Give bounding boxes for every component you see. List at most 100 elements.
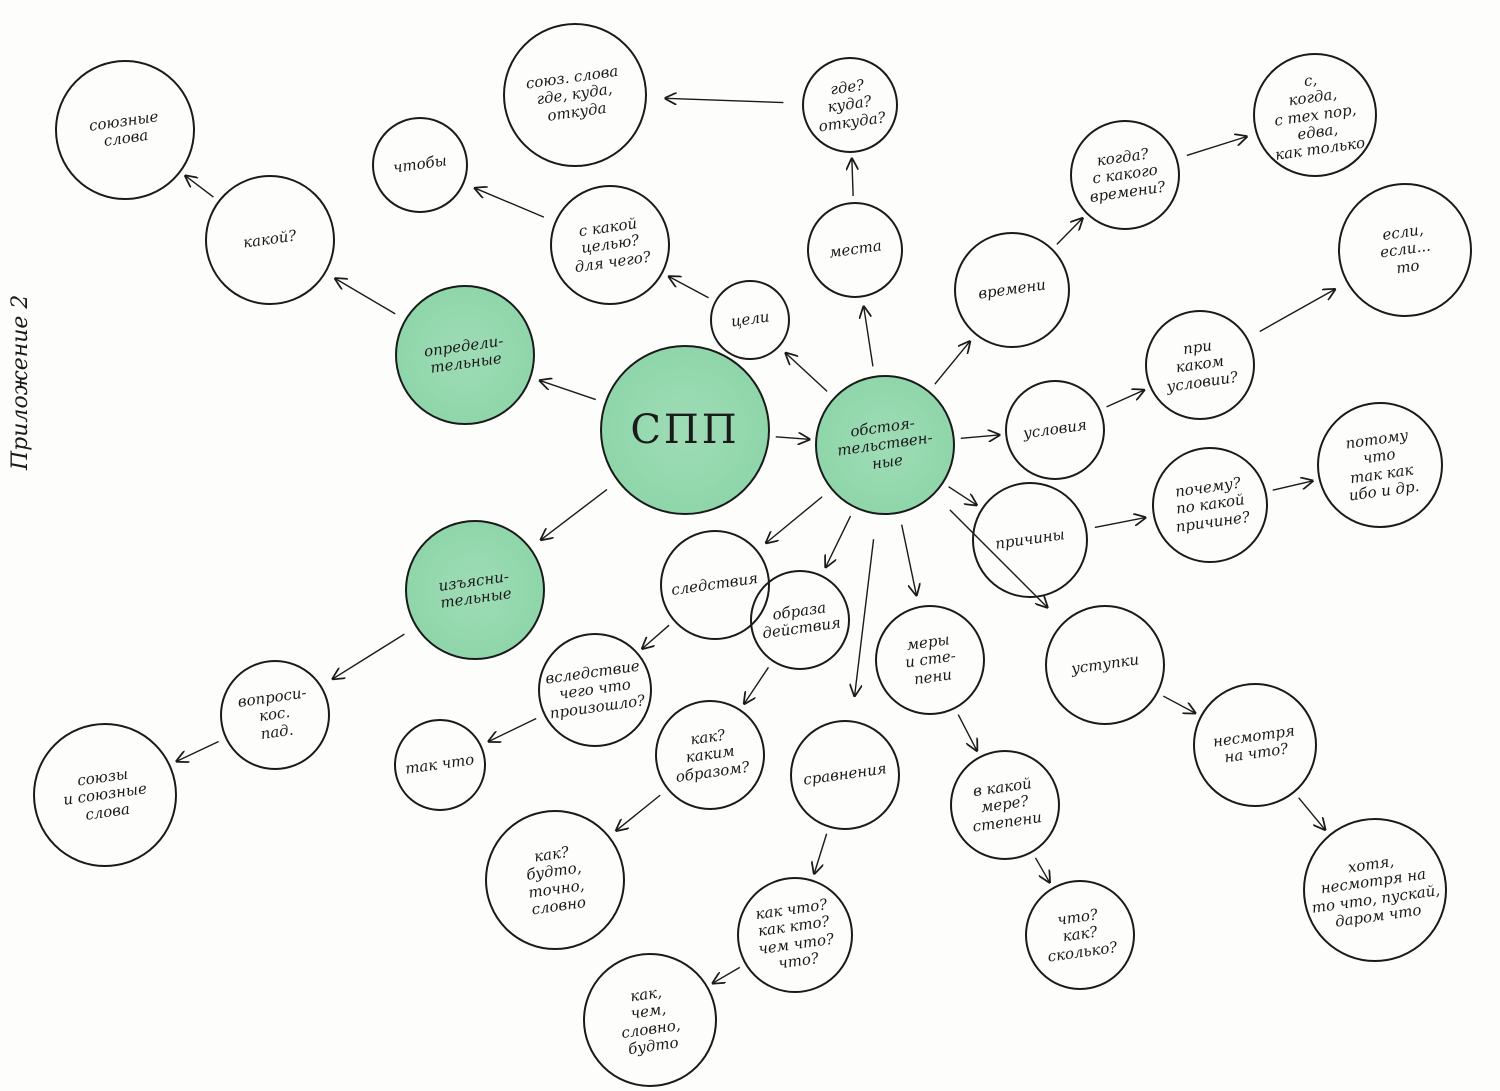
node-label: вопроси- кос. пад.: [237, 683, 309, 743]
node-vopros: вопроси- кос. пад.: [220, 660, 330, 770]
arrow-obst-to-mesta: [864, 307, 874, 367]
arrow-obst-to-vremeni: [934, 342, 970, 385]
arrow-obst-to-prichiny: [948, 486, 977, 505]
node-soyuzy: союзы и союзные слова: [33, 723, 177, 867]
arrow-prichiny-to-pochemu: [1094, 518, 1145, 529]
arrow-spp-to-obst: [775, 437, 809, 440]
arrow-kak_kakim-to-kak_budto: [616, 794, 661, 830]
node-label: уступки: [1069, 650, 1140, 679]
node-chto-kak: что? как? сколько?: [1025, 880, 1135, 990]
node-label: в какой мере? степени: [971, 774, 1044, 836]
node-label: условия: [1021, 416, 1088, 443]
arrow-pochemu-to-potomu: [1272, 481, 1313, 491]
node-label: образа действия: [760, 598, 842, 643]
node-potomu: потому что так как ибо и др.: [1317, 402, 1443, 528]
node-label: вследствие чего что произошло?: [544, 656, 647, 723]
node-s-teh-por: с, когда, с тех пор, едва, как только: [1253, 53, 1377, 177]
arrow-obst-to-sravneniya: [855, 539, 875, 695]
arrow-kakoy-to-soyuz_slova: [186, 176, 214, 198]
node-soyuz-slova: союзные слова: [55, 60, 195, 200]
arrow-mesta-to-gde: [852, 159, 853, 197]
arrow-opred-to-kakoy: [335, 279, 396, 315]
node-label: причины: [993, 525, 1066, 554]
node-usloviya: условия: [1005, 380, 1105, 480]
node-celi: цели: [710, 280, 790, 360]
arrow-kogda-to-s_teh_por: [1186, 137, 1247, 157]
node-label: с, когда, с тех пор, едва, как только: [1272, 70, 1366, 164]
arrow-mery-to-v_kakoy_mere: [957, 714, 977, 751]
node-kak-chem: как, чем, словно, будто: [583, 953, 717, 1087]
node-gde: где? куда? откуда?: [802, 57, 898, 153]
node-label: почему? по какой причине?: [1173, 473, 1251, 536]
node-mesta: места: [807, 202, 903, 298]
node-kogda: когда? с какого времени?: [1070, 120, 1180, 230]
node-label: если, если... то: [1378, 220, 1432, 277]
node-label: СПП: [630, 407, 740, 453]
node-label: где? куда? откуда?: [817, 76, 887, 136]
node-label: при каком условии?: [1165, 336, 1240, 396]
node-label: союзы и союзные слова: [61, 764, 148, 824]
node-label: союзные слова: [87, 107, 160, 150]
node-mery: меры и сте- пени: [875, 605, 985, 715]
appendix-label: Приложение 2: [8, 294, 33, 470]
node-label: времени: [976, 275, 1047, 304]
node-kak-budto: как? будто, точно, словно: [485, 810, 625, 950]
node-v-kakoy-mere: в какой мере? степени: [950, 750, 1060, 860]
arrow-izyas-to-vopros: [333, 633, 405, 679]
node-spp: СПП: [600, 345, 770, 515]
node-obst: обстоя- тельствен- ные: [815, 375, 955, 515]
node-label: так что: [404, 750, 476, 779]
arrow-v_kakoy_mere-to-chto_kak: [1034, 857, 1049, 882]
node-pochemu: почему? по какой причине?: [1152, 447, 1268, 563]
node-label: цели: [729, 307, 771, 331]
arrow-vremeni-to-kogda: [1056, 219, 1082, 245]
node-label: союз. слова где, куда, откуда: [525, 61, 620, 125]
node-label: следствия: [670, 569, 760, 600]
node-esli: если, если... то: [1338, 183, 1472, 317]
arrow-obst-to-celi: [786, 353, 828, 392]
node-s-kakoy-celyu: с какой целью? для чего?: [550, 185, 670, 305]
arrow-obst-to-usloviya: [960, 435, 999, 438]
node-label: как? будто, точно, словно: [525, 842, 587, 918]
node-label: потому что так как ибо и др.: [1343, 425, 1420, 504]
node-nesmotrya: несмотря на что?: [1193, 683, 1317, 807]
node-label: места: [827, 236, 883, 262]
node-label: сравнения: [802, 759, 888, 790]
arrow-spp-to-opred: [540, 381, 596, 401]
arrow-sledstviya-to-vsledstvie: [642, 624, 670, 648]
node-label: чтобы: [391, 151, 448, 178]
arrow-nesmotrya-to-hotya: [1298, 797, 1325, 830]
node-label: хотя, несмотря на то что, пускай, даром …: [1310, 851, 1442, 930]
node-chtoby: чтобы: [372, 117, 468, 213]
node-sravneniya: сравнения: [790, 720, 900, 830]
node-vremeni: времени: [954, 232, 1070, 348]
node-label: когда? с какого времени?: [1088, 144, 1167, 206]
node-pri-kakom: при каком условии?: [1145, 310, 1255, 420]
node-sledstviya: следствия: [660, 530, 770, 640]
arrow-vsledstvie-to-tak_chto: [489, 717, 537, 741]
arrow-obst-to-mery: [900, 524, 917, 595]
arrow-obst-to-obraza: [826, 515, 852, 567]
node-kak-kakim: как? каким образом?: [655, 700, 765, 810]
node-label: что? как? сколько?: [1046, 905, 1119, 966]
arrow-ustupki-to-nesmotrya: [1162, 695, 1195, 713]
arrow-obst-to-sledstviya: [766, 496, 823, 543]
node-ustupki: уступки: [1045, 605, 1165, 725]
node-tak-chto: так что: [394, 719, 486, 811]
arrow-obraza-to-kak_kakim: [744, 666, 770, 703]
node-label: обстоя- тельствен- ные: [836, 413, 934, 473]
node-label: какой?: [242, 226, 298, 253]
arrow-vopros-to-soyuzy: [177, 740, 219, 762]
node-prichiny: причины: [972, 482, 1088, 598]
node-vsledstvie: вследствие чего что произошло?: [538, 633, 652, 747]
arrow-kak_chto-to-kak_chem: [713, 966, 741, 983]
node-label: меры и сте- пени: [903, 630, 957, 689]
node-label: несмотря на что?: [1211, 721, 1296, 767]
node-label: определи- тельные: [422, 331, 505, 377]
node-label: с какой целью? для чего?: [573, 214, 652, 276]
node-hotya: хотя, несмотря на то что, пускай, даром …: [1303, 818, 1447, 962]
node-soyuz-gde: союз. слова где, куда, откуда: [503, 23, 647, 167]
node-label: изъясни- тельные: [437, 567, 513, 612]
arrow-s_kakoy_celyu-to-chtoby: [475, 188, 545, 218]
arrow-celi-to-s_kakoy_celyu: [669, 277, 709, 299]
